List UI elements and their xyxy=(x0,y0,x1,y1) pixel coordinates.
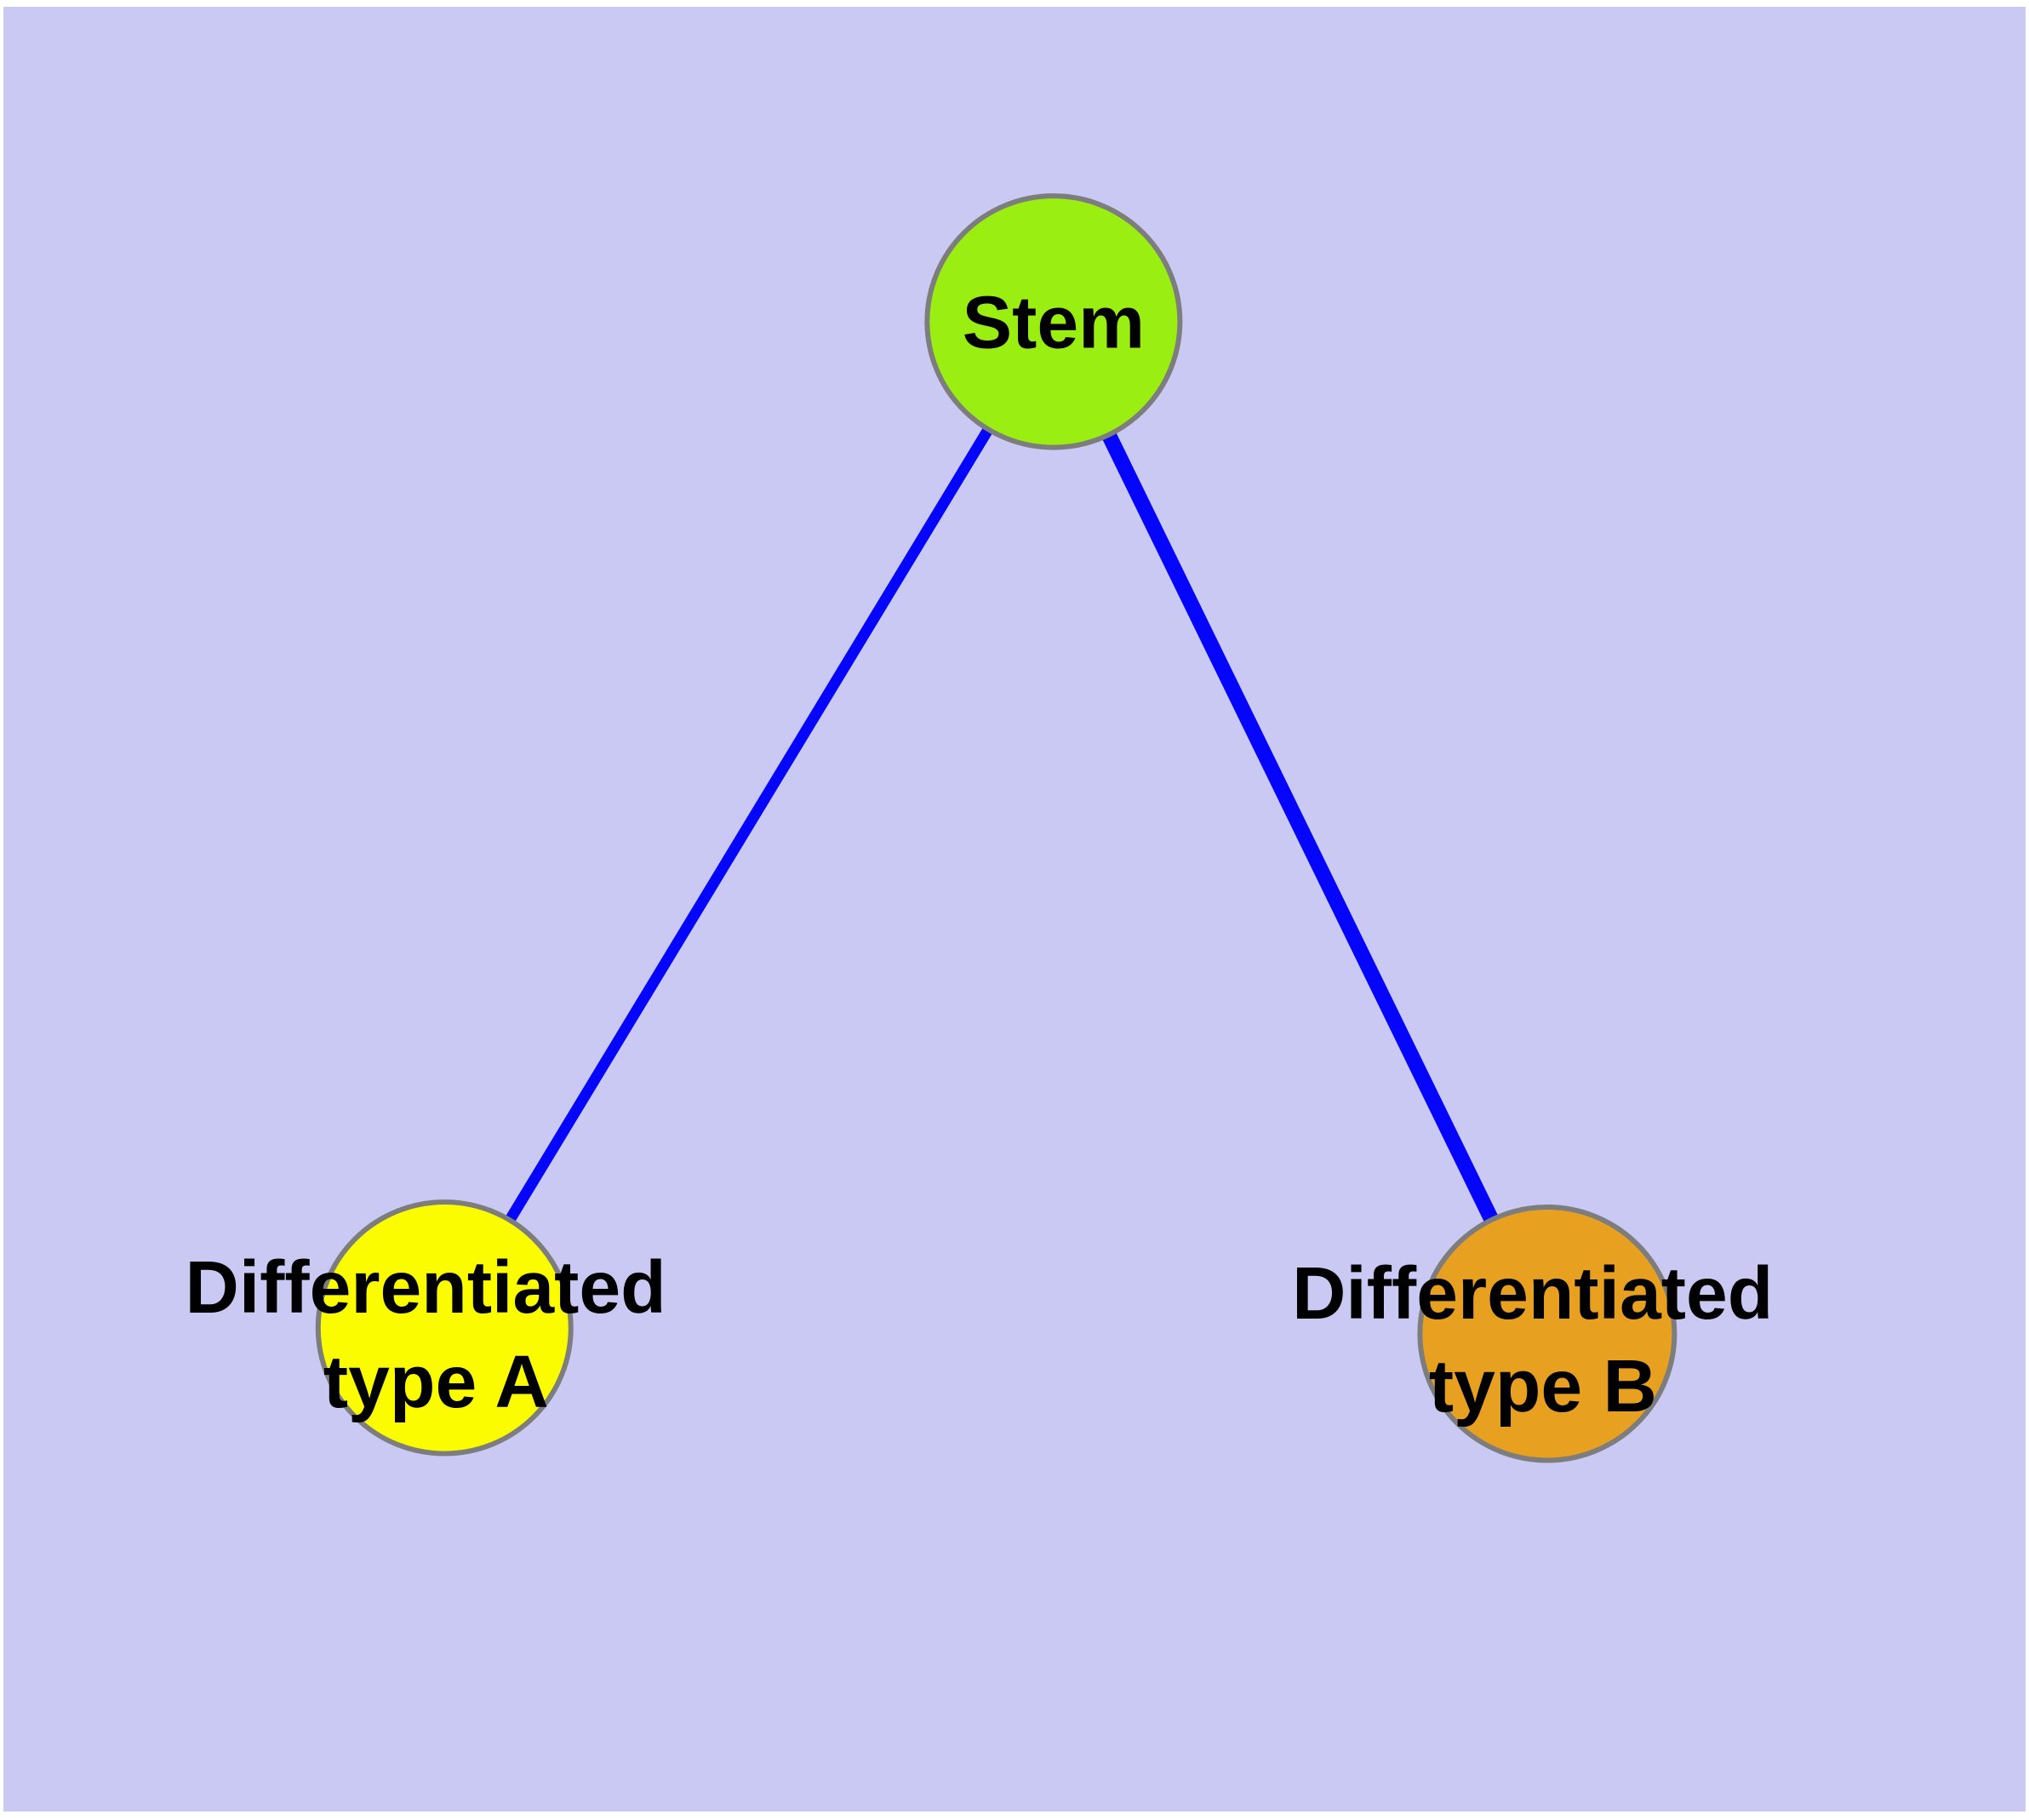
node-differentiated-type-a-circle xyxy=(315,1199,574,1457)
node-differentiated-type-a: Differentiated type A xyxy=(186,1199,688,1457)
node-differentiated-type-a-label: Differentiated type A xyxy=(186,1245,688,1423)
node-differentiated-type-b-label-line1: Differentiated xyxy=(1292,1251,1773,1335)
node-differentiated-type-b: Differentiated type B xyxy=(1292,1205,1794,1463)
edge-stem-to-type-b xyxy=(1046,318,1554,1337)
node-differentiated-type-a-label-line1: Differentiated xyxy=(186,1245,666,1329)
node-stem-label: Stem xyxy=(963,281,1145,364)
node-stem: Stem xyxy=(924,193,1183,450)
plot-background: Stem Differentiated type A Differentiate… xyxy=(3,7,2026,1811)
node-stem-circle xyxy=(924,193,1183,450)
node-differentiated-type-a-label-line2: type A xyxy=(323,1340,549,1423)
node-differentiated-type-b-label-line2: type B xyxy=(1429,1344,1657,1428)
node-differentiated-type-b-label: Differentiated type B xyxy=(1292,1251,1794,1428)
edge-stem-to-type-a xyxy=(439,318,1059,1331)
node-differentiated-type-b-circle xyxy=(1417,1205,1677,1463)
graph-canvas: Stem Differentiated type A Differentiate… xyxy=(186,193,1794,1463)
